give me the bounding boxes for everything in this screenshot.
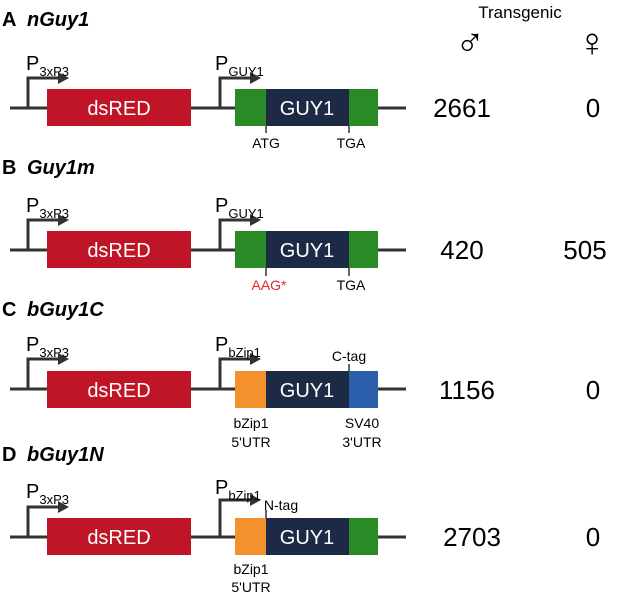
utr3-type-label: 3'UTR (342, 434, 381, 450)
promoter-guy1-label: PGUY1 (215, 195, 264, 221)
stop-codon-label: TGA (337, 135, 366, 151)
utr5-box (235, 371, 266, 408)
guy1-label: GUY1 (280, 380, 334, 402)
female-count: 0 (586, 93, 600, 123)
promoter-arrowhead (58, 72, 69, 84)
flank-left (235, 89, 266, 126)
promoter-arrowhead (250, 353, 261, 365)
male-symbol: ♂ (455, 21, 485, 65)
promoter-arrowhead (58, 501, 69, 513)
promoter-guy1-label: PGUY1 (215, 53, 264, 79)
guy1-cds-box (266, 371, 349, 408)
utr5-type-label: 5'UTR (231, 434, 270, 450)
female-count: 505 (563, 235, 606, 265)
flank-right (349, 518, 378, 555)
male-count: 1156 (439, 375, 495, 405)
panel-letter: B (2, 157, 16, 179)
dsred-box (47, 518, 191, 555)
guy1-label: GUY1 (280, 527, 334, 549)
panel-letter: A (2, 9, 16, 31)
promoter-bzip1-label: PbZip1 (215, 477, 261, 503)
female-count: 0 (586, 522, 600, 552)
female-symbol: ♀ (577, 21, 607, 65)
promoter-arrow (218, 218, 250, 250)
promoter-arrow (26, 505, 58, 537)
promoter-arrowhead (58, 214, 69, 226)
promoter-arrow (26, 76, 58, 108)
promoter-arrowhead (250, 494, 261, 506)
male-count: 420 (440, 235, 483, 265)
dsred-label: dsRED (87, 527, 150, 549)
dsred-box (47, 371, 191, 408)
male-count: 2661 (433, 93, 491, 123)
construct-title: bGuy1C (27, 299, 104, 321)
guy1-label: GUY1 (280, 240, 334, 262)
transgenic-header: Transgenic (478, 3, 562, 22)
promoter-bzip1-label: PbZip1 (215, 334, 261, 360)
flank-left (235, 231, 266, 268)
n-tag-label: N-tag (264, 497, 298, 513)
dsred-label: dsRED (87, 380, 150, 402)
construct-title: nGuy1 (27, 9, 89, 31)
flank-right (349, 89, 378, 126)
dsred-label: dsRED (87, 98, 150, 120)
guy1-cds-box (266, 231, 349, 268)
utr5-name-label: bZip1 (233, 415, 268, 431)
sv40-utr3-box (349, 371, 378, 408)
panel-a: A nGuy1 P3xP3 dsRED PGUY1 GUY1 ATG TGA 2… (2, 9, 600, 151)
flank-right (349, 231, 378, 268)
promoter-arrow (218, 357, 250, 389)
dsred-box (47, 231, 191, 268)
dsred-label: dsRED (87, 240, 150, 262)
start-codon-label: ATG (252, 135, 280, 151)
c-tag-label: C-tag (332, 348, 366, 364)
dsred-box (47, 89, 191, 126)
female-count: 0 (586, 375, 600, 405)
utr3-name-label: SV40 (345, 415, 379, 431)
promoter-3xp3-label: P3xP3 (26, 334, 69, 360)
utr5-box (235, 518, 266, 555)
utr5-name-label: bZip1 (233, 561, 268, 577)
guy1-label: GUY1 (280, 98, 334, 120)
promoter-arrow (218, 76, 250, 108)
promoter-arrowhead (250, 214, 261, 226)
promoter-arrow (26, 357, 58, 389)
panel-letter: D (2, 444, 16, 466)
promoter-arrow (218, 498, 250, 537)
promoter-arrowhead (250, 72, 261, 84)
promoter-arrowhead (58, 353, 69, 365)
promoter-3xp3-label: P3xP3 (26, 195, 69, 221)
utr5-type-label: 5'UTR (231, 579, 270, 593)
stop-codon-label: TGA (337, 277, 366, 293)
promoter-arrow (26, 218, 58, 250)
guy1-cds-box (266, 518, 349, 555)
construct-title: bGuy1N (27, 444, 104, 466)
promoter-3xp3-label: P3xP3 (26, 53, 69, 79)
construct-title: Guy1m (27, 157, 95, 179)
panel-d: D bGuy1N P3xP3 dsRED PbZip1 GUY1 N-tag b… (2, 444, 600, 593)
male-count: 2703 (443, 522, 501, 552)
panel-b: B Guy1m P3xP3 dsRED PGUY1 GUY1 AAG* TGA … (2, 157, 607, 293)
panel-c: C bGuy1C P3xP3 dsRED PbZip1 GUY1 C-tag b… (2, 299, 600, 450)
mutated-start-codon-label: AAG* (251, 277, 287, 293)
panel-letter: C (2, 299, 16, 321)
promoter-3xp3-label: P3xP3 (26, 481, 69, 507)
guy1-cds-box (266, 89, 349, 126)
